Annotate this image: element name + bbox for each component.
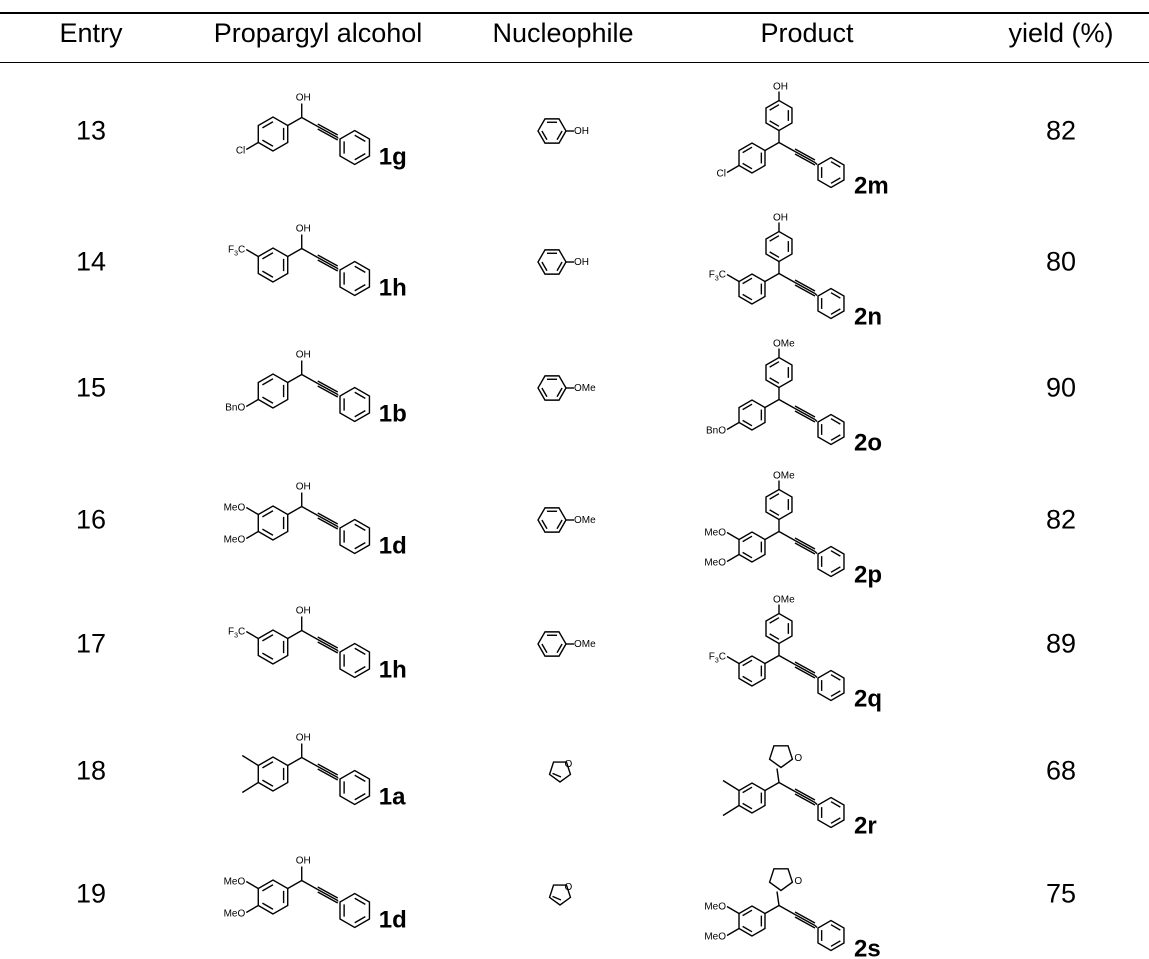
entry-number: 19 <box>76 879 106 910</box>
product-structure: MeO MeO O 2s <box>670 829 930 959</box>
entry-number: 18 <box>76 756 106 787</box>
propargyl-alcohol-structure: Cl OH 1g <box>188 76 448 186</box>
hydroxyl-label: OH <box>296 606 311 617</box>
substituent-cf3: F3C <box>228 627 245 640</box>
entry-number: 16 <box>76 505 106 536</box>
hydroxyl-label: OH <box>296 856 311 867</box>
propargyl-alcohol-structure: MeO MeO OH 1d <box>188 465 448 575</box>
propargyl-alcohol-structure: MeO MeO OH 1d <box>188 839 448 949</box>
substituent-cf3: F3C <box>709 270 726 283</box>
substituent-meo: MeO <box>704 558 726 569</box>
para-group-oh: OH <box>773 82 788 93</box>
header-entry: Entry <box>59 18 122 49</box>
compound-label: 2m <box>854 173 889 200</box>
substituent-meo: MeO <box>224 535 246 546</box>
arene-nucleophile-structure: OMe <box>500 358 620 418</box>
furan-structure: O <box>500 741 620 801</box>
compound-label: 1h <box>379 275 407 302</box>
header-propargyl-alcohol: Propargyl alcohol <box>214 18 423 49</box>
substituent-cl: Cl <box>236 146 245 157</box>
header-product: Product <box>760 18 853 49</box>
header-yield: yield (%) <box>1008 18 1113 49</box>
product-structure: O2r <box>670 706 930 836</box>
yield-value: 68 <box>1046 756 1076 787</box>
yield-value: 82 <box>1046 116 1076 147</box>
hydroxyl-label: OH <box>296 482 311 493</box>
substituent-cl: Cl <box>717 169 726 180</box>
compound-label: 2o <box>854 430 882 457</box>
arene-nucleophile-structure: OH <box>500 101 620 161</box>
furan-ring <box>770 746 793 768</box>
hydroxyl-label: OH <box>296 733 311 744</box>
yield-value: 90 <box>1046 373 1076 404</box>
substituent-meo: MeO <box>224 877 246 888</box>
hydroxyl-label: OH <box>296 350 311 361</box>
table-top-rule <box>0 12 1149 14</box>
compound-label: 1h <box>379 657 407 684</box>
nucleophile-group-ome: OMe <box>574 515 596 526</box>
furan-structure: O <box>500 864 620 924</box>
header-nucleophile: Nucleophile <box>492 18 633 49</box>
furan-oxygen: O <box>794 876 802 887</box>
nucleophile-group-ome: OMe <box>574 383 596 394</box>
hydroxyl-label: OH <box>296 224 311 235</box>
propargyl-alcohol-structure: BnO OH 1b <box>188 333 448 443</box>
arene-nucleophile-structure: OH <box>500 232 620 292</box>
substituent-bno: BnO <box>225 403 245 414</box>
table-header-rule <box>0 62 1149 63</box>
furan-oxygen: O <box>794 753 802 764</box>
hydroxyl-label: OH <box>296 93 311 104</box>
yield-value: 82 <box>1046 505 1076 536</box>
propargyl-alcohol-structure: OH 1a <box>188 716 448 826</box>
substituent-bno: BnO <box>706 426 726 437</box>
substituent-meo: MeO <box>704 932 726 943</box>
nucleophile-group-oh: OH <box>574 126 589 137</box>
compound-label: 1d <box>379 907 407 934</box>
furan-oxygen: O <box>564 759 572 770</box>
nucleophile-group-ome: OMe <box>574 639 596 650</box>
entry-number: 14 <box>76 247 106 278</box>
entry-number: 17 <box>76 629 106 660</box>
yield-value: 89 <box>1046 629 1076 660</box>
arene-nucleophile-structure: OMe <box>500 614 620 674</box>
substituent-cf3: F3C <box>228 245 245 258</box>
compound-label: 1d <box>379 533 407 560</box>
compound-label: 1b <box>379 401 407 428</box>
para-group-oh: OH <box>773 213 788 224</box>
para-group-ome: OMe <box>773 595 795 606</box>
arene-nucleophile-structure: OMe <box>500 490 620 550</box>
para-group-ome: OMe <box>773 339 795 350</box>
substituent-meo: MeO <box>704 902 726 913</box>
entry-number: 13 <box>76 116 106 147</box>
compound-label: 2s <box>854 936 881 959</box>
nucleophile-group-oh: OH <box>574 257 589 268</box>
propargyl-alcohol-structure: F3C OH 1h <box>188 207 448 317</box>
substituent-meo: MeO <box>224 909 246 920</box>
entry-number: 15 <box>76 373 106 404</box>
propargyl-alcohol-structure: F3C OH 1h <box>188 589 448 699</box>
compound-label: 1a <box>379 784 406 811</box>
compound-label: 1g <box>379 144 407 171</box>
yield-value: 75 <box>1046 879 1076 910</box>
yield-value: 80 <box>1046 247 1076 278</box>
substituent-meo: MeO <box>704 528 726 539</box>
substituent-cf3: F3C <box>709 652 726 665</box>
substituent-meo: MeO <box>224 503 246 514</box>
furan-oxygen: O <box>564 882 572 893</box>
para-group-ome: OMe <box>773 471 795 482</box>
furan-ring <box>770 869 793 891</box>
